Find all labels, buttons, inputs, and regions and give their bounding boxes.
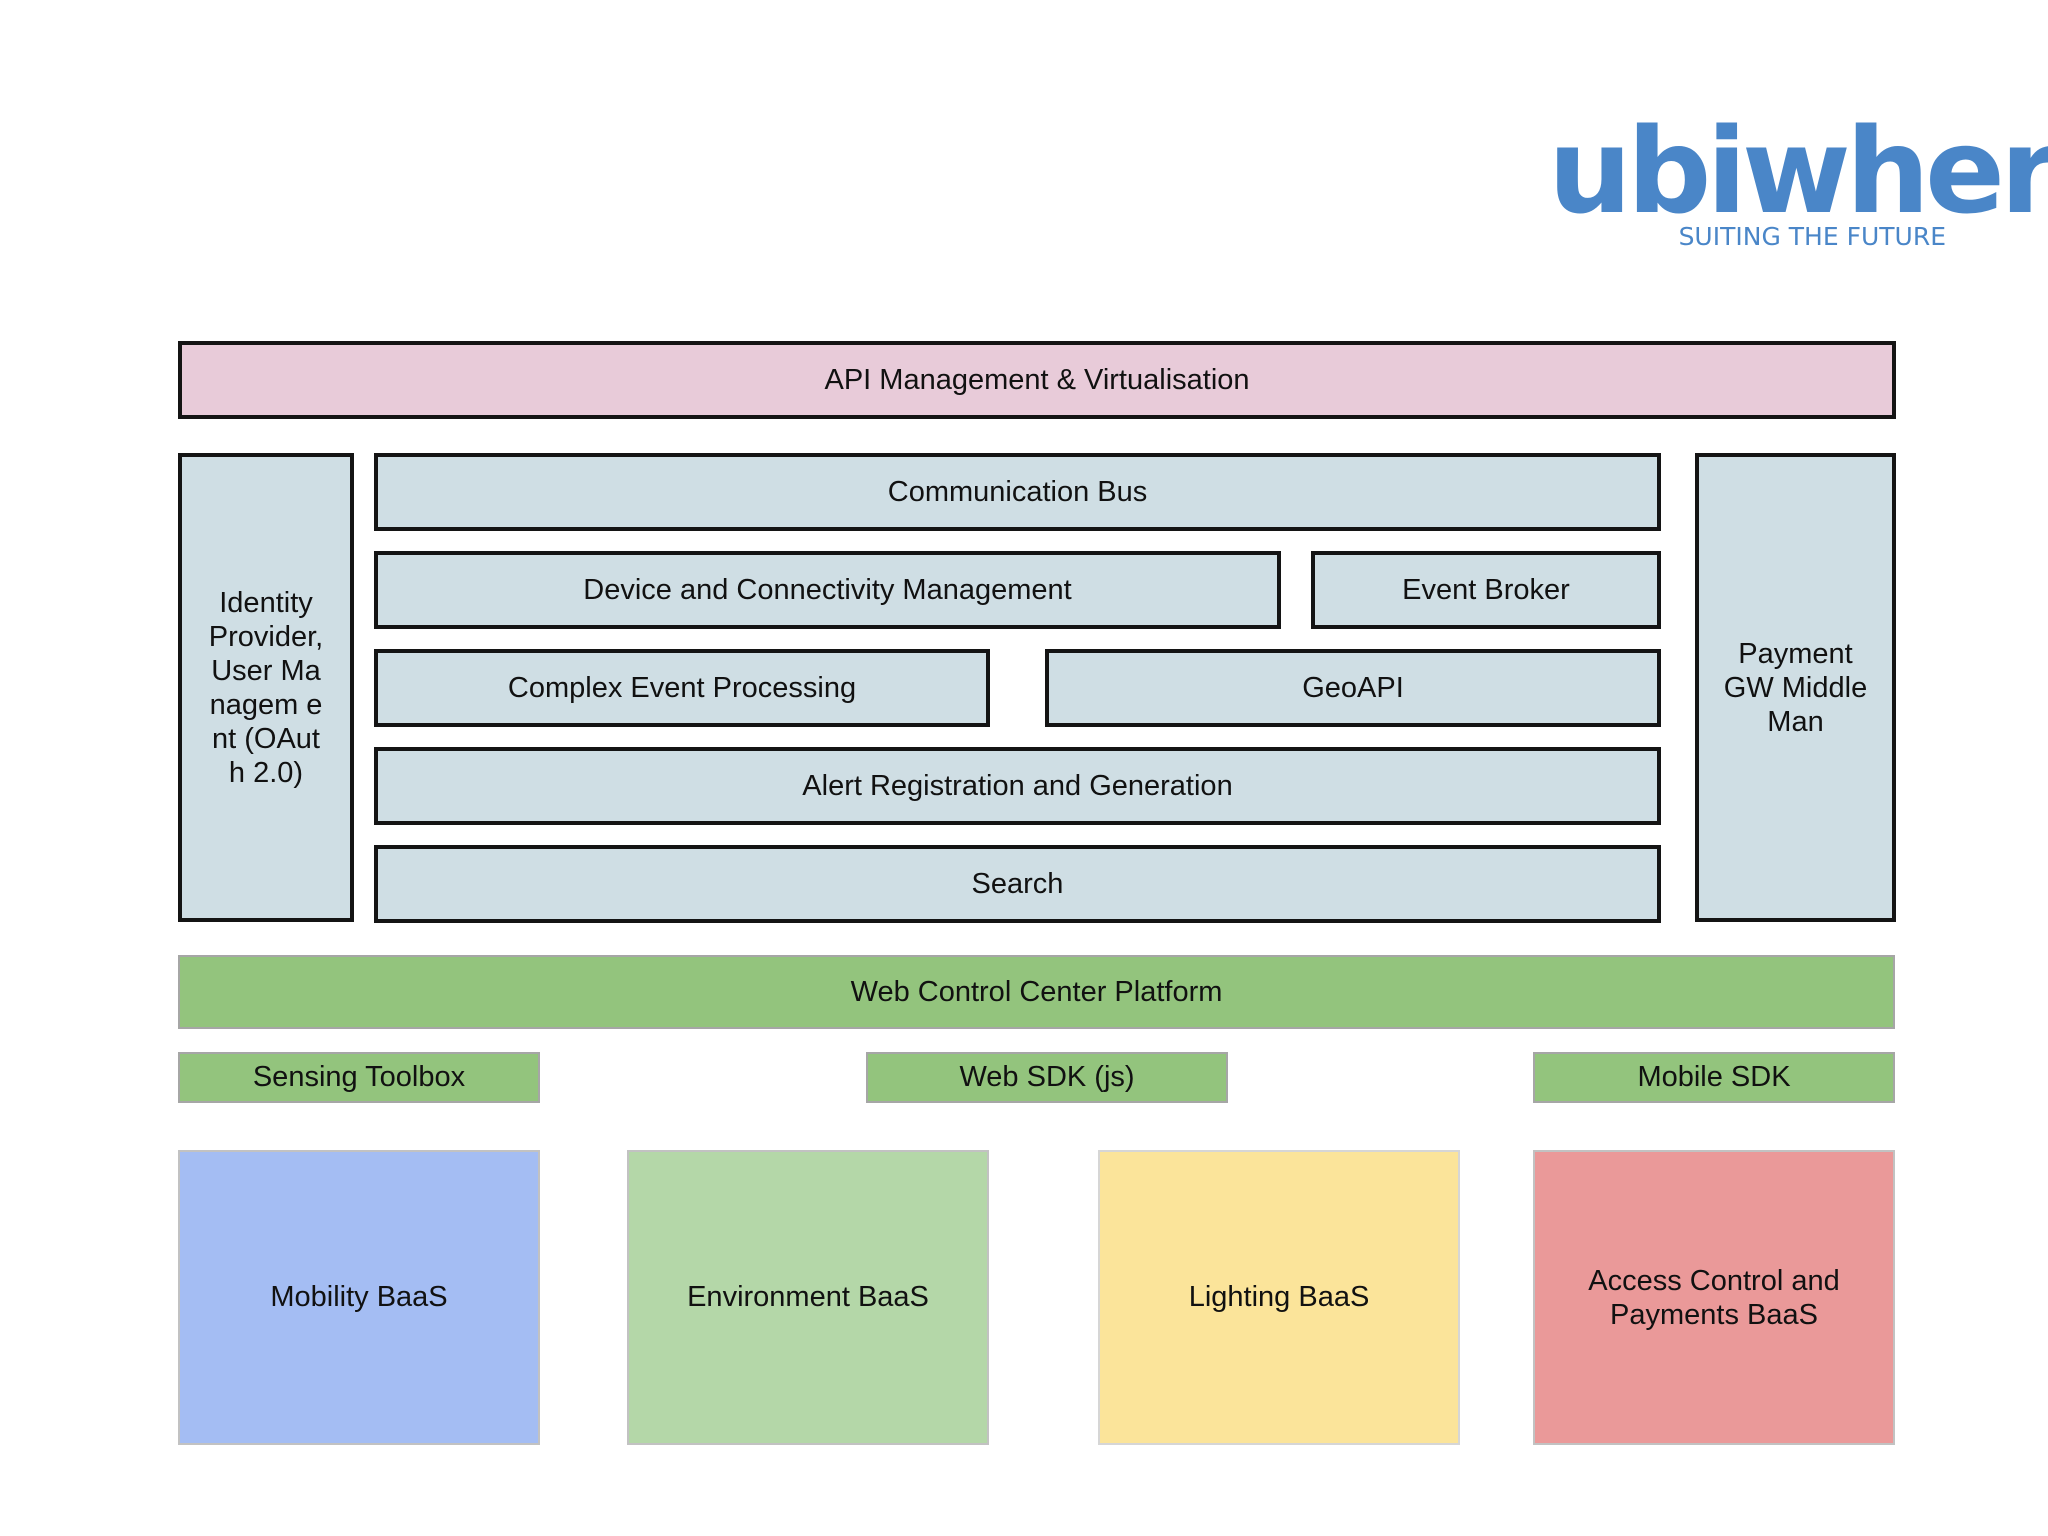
- lighting-baas-block: Lighting BaaS: [1098, 1150, 1460, 1445]
- web-control-center-block: Web Control Center Platform: [178, 955, 1895, 1029]
- search-block: Search: [374, 845, 1661, 923]
- event-broker-block: Event Broker: [1311, 551, 1661, 629]
- logo-wordmark: ubiwhere: [1548, 102, 2048, 240]
- mobility-baas-block: Mobility BaaS: [178, 1150, 540, 1445]
- payment-gateway-label: Payment GW Middle Man: [1723, 637, 1868, 738]
- geoapi-block: GeoAPI: [1045, 649, 1661, 727]
- logo-tagline: SUITING THE FUTURE: [1678, 222, 1946, 251]
- identity-provider-block: Identity Provider, User Managem ent (OAu…: [178, 453, 354, 922]
- web-sdk-block: Web SDK (js): [866, 1052, 1228, 1103]
- environment-baas-block: Environment BaaS: [627, 1150, 989, 1445]
- identity-provider-label: Identity Provider, User Managem ent (OAu…: [208, 586, 324, 789]
- access-control-baas-label: Access Control and Payments BaaS: [1588, 1264, 1840, 1331]
- mobile-sdk-block: Mobile SDK: [1533, 1052, 1895, 1103]
- api-management-layer: API Management & Virtualisation: [178, 341, 1896, 419]
- communication-bus-block: Communication Bus: [374, 453, 1661, 531]
- sensing-toolbox-block: Sensing Toolbox: [178, 1052, 540, 1103]
- alert-registration-block: Alert Registration and Generation: [374, 747, 1661, 825]
- payment-gateway-block: Payment GW Middle Man: [1695, 453, 1896, 922]
- complex-event-processing-block: Complex Event Processing: [374, 649, 990, 727]
- access-control-baas-block: Access Control and Payments BaaS: [1533, 1150, 1895, 1445]
- device-connectivity-block: Device and Connectivity Management: [374, 551, 1281, 629]
